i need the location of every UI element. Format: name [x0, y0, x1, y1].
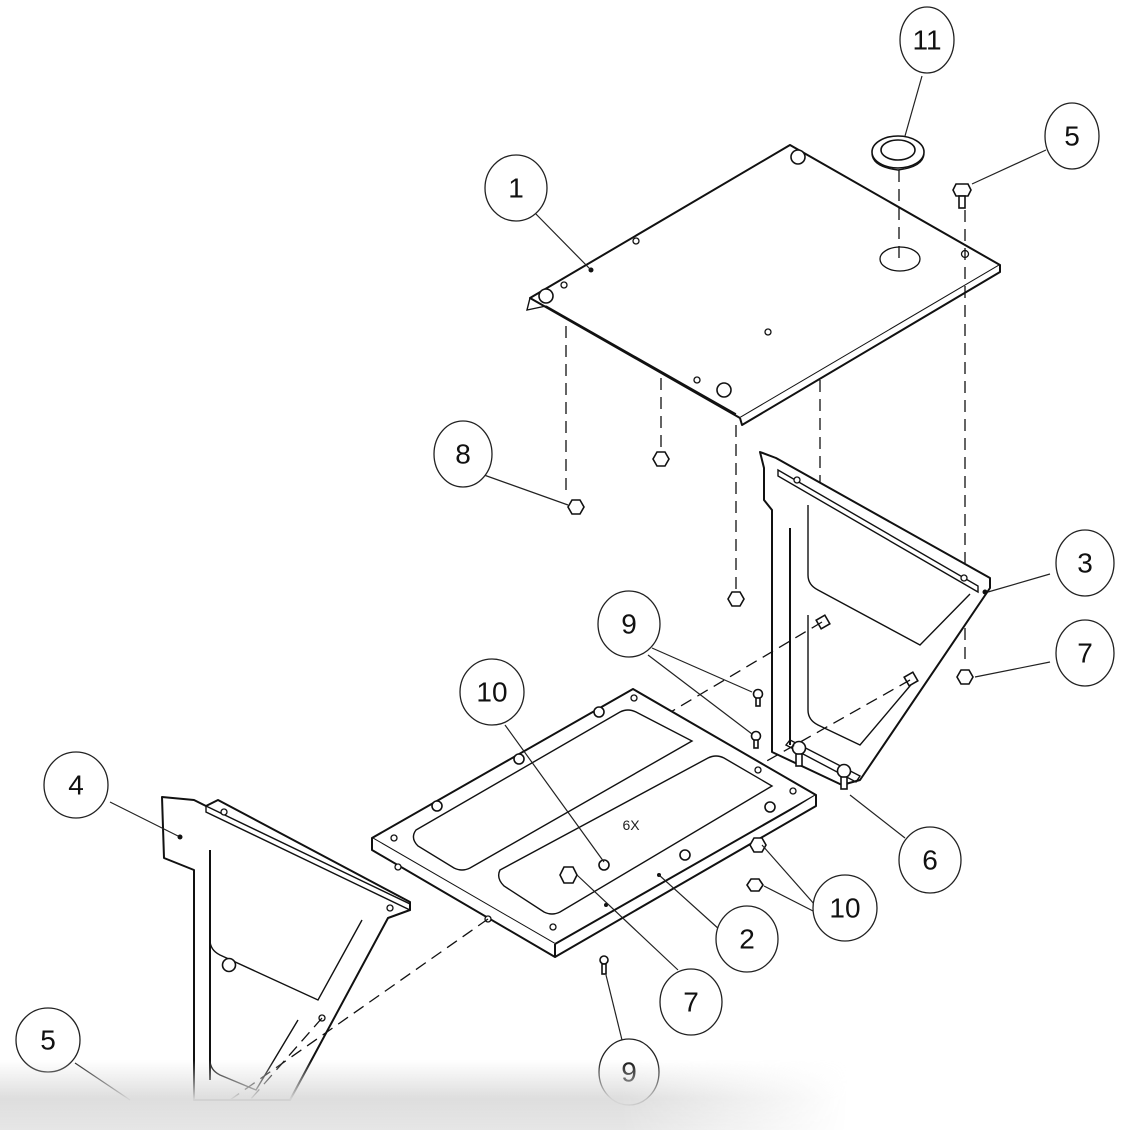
svg-text:10: 10 [829, 893, 860, 924]
callout-5-top: 5 [1044, 102, 1100, 170]
alignment-line [589, 621, 823, 761]
svg-text:4: 4 [68, 770, 84, 801]
svg-text:8: 8 [455, 439, 471, 470]
callout-2: 2 [715, 905, 779, 973]
part-7-nut-plate [559, 866, 578, 884]
svg-text:5: 5 [40, 1025, 56, 1056]
svg-text:9: 9 [621, 609, 637, 640]
callout-4: 4 [43, 751, 109, 819]
callout-10-left: 10 [459, 658, 525, 726]
callout-6: 6 [898, 826, 962, 894]
callout-1: 1 [484, 154, 548, 222]
callout-8: 8 [433, 420, 493, 488]
callout-7-right: 7 [1055, 619, 1115, 687]
part-7-nut-right [956, 669, 974, 685]
part-11-grommet [871, 135, 925, 171]
part-9-screws [599, 688, 764, 975]
callout-7-bottom: 7 [659, 968, 723, 1036]
part-5-bolt-top [952, 183, 972, 209]
svg-text:7: 7 [1077, 638, 1093, 669]
callout-3: 3 [1055, 529, 1115, 597]
svg-text:10: 10 [476, 677, 507, 708]
svg-text:2: 2 [739, 924, 755, 955]
callout-5-bottom: 5 [15, 1007, 81, 1073]
part-10-nuts [746, 837, 767, 892]
svg-text:3: 3 [1077, 548, 1093, 579]
callout-11: 11 [899, 6, 955, 74]
callout-10-right: 10 [812, 874, 878, 942]
alignment-line [229, 918, 489, 1101]
svg-text:6: 6 [922, 845, 938, 876]
svg-text:5: 5 [1064, 121, 1080, 152]
svg-text:7: 7 [683, 987, 699, 1018]
callout-9-top: 9 [597, 590, 661, 658]
part-3-right-bracket [759, 451, 991, 790]
quantity-note: 6X [622, 817, 640, 833]
svg-text:11: 11 [912, 25, 941, 56]
bottom-fade-overlay [0, 1060, 1130, 1130]
svg-text:1: 1 [508, 173, 524, 204]
part-1-top-cover [526, 144, 1001, 426]
